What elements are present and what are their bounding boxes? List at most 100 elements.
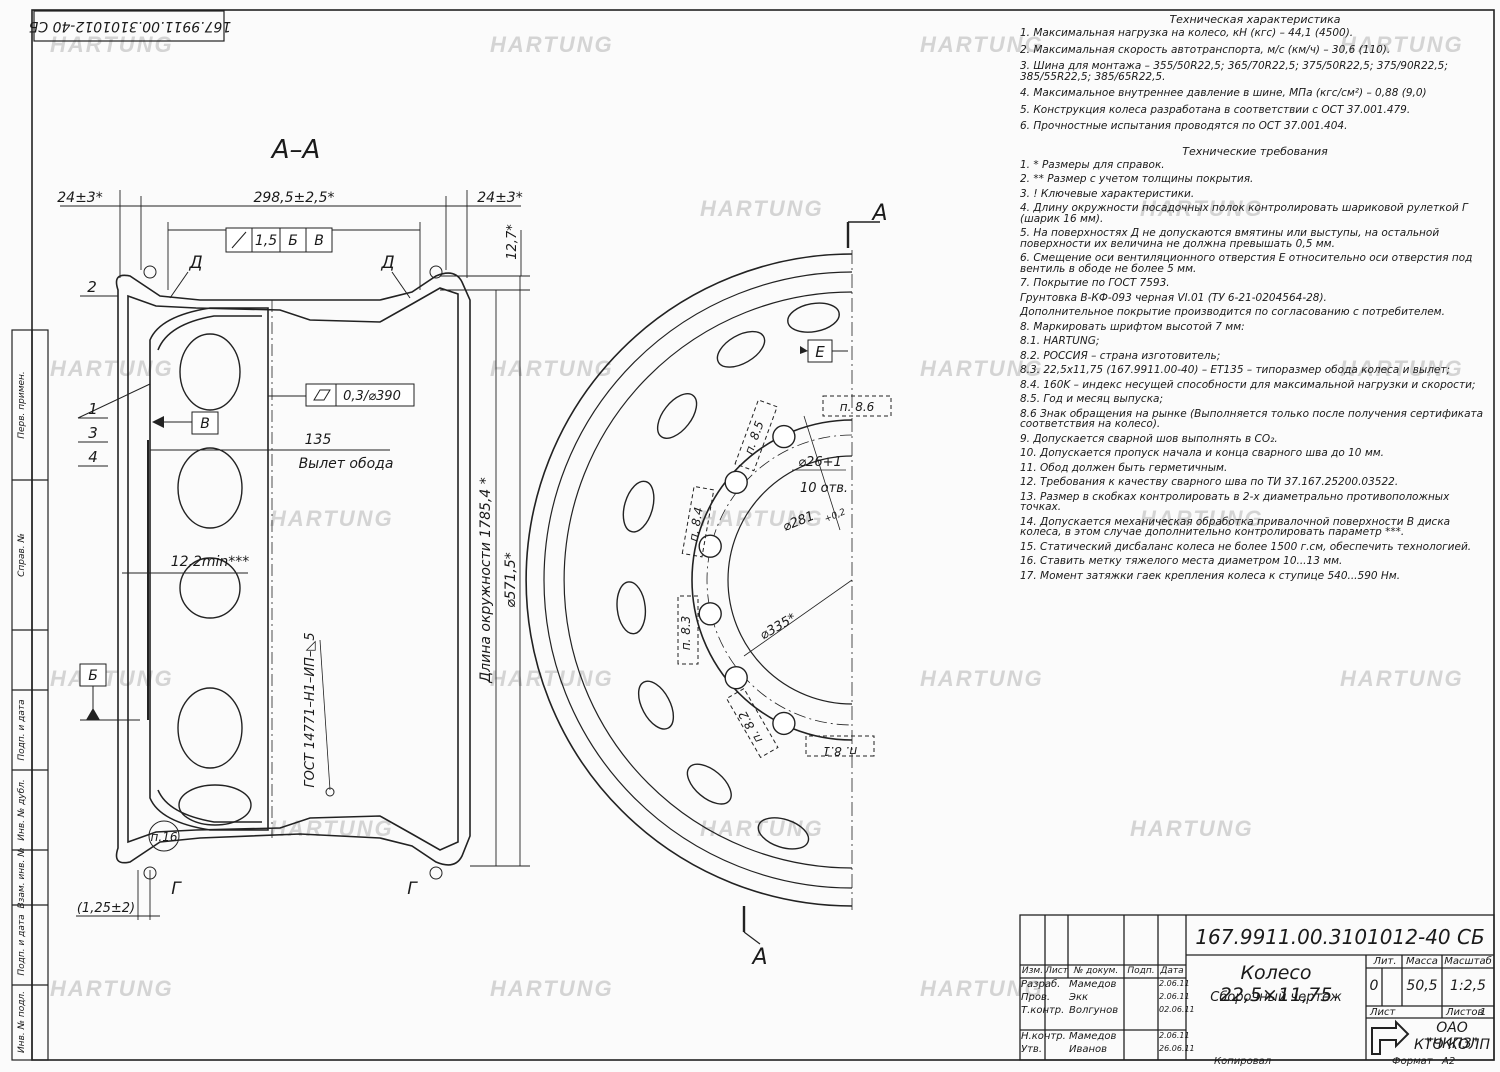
tb-role-name: Экк	[1069, 992, 1089, 1003]
disc-hole	[178, 784, 252, 826]
marking-ref: п. 8.4	[686, 506, 706, 542]
margin-label: Справ. №	[17, 533, 27, 577]
bolt-hole	[772, 424, 796, 449]
disc-holes	[177, 333, 252, 826]
org-logo	[1371, 1019, 1410, 1055]
watermark-text: HARTUNG	[50, 976, 174, 1001]
watermark-layer: HARTUNG HARTUNG HARTUNG HARTUNG HARTUNG HARTU…	[50, 32, 1464, 1001]
tech-req-item: 11. Обод должен быть герметичным.	[1020, 461, 1228, 474]
stamp-box	[33, 10, 225, 42]
tb-role-date: 2.06.11	[1159, 992, 1190, 1001]
tb-role-role: Пров.	[1021, 992, 1051, 1003]
watermark-text: HARTUNG	[1340, 32, 1464, 57]
tech-req-item: 3. ! Ключевые характеристики.	[1020, 187, 1195, 200]
pcd-tol: +0,2	[823, 507, 847, 525]
bolt-circle	[706, 434, 853, 726]
tech-req-item: 9. Допускается сварной шов выполнять в C…	[1020, 432, 1278, 445]
marking-ref: п. 8.1	[823, 744, 858, 758]
surface-d-left: Д	[188, 253, 202, 273]
tb-mass: 50,5	[1406, 978, 1438, 994]
runout-frame: 1,5 Б В	[225, 227, 333, 253]
vent-holes	[616, 302, 840, 850]
dim-width: 298,5±2,5*	[253, 190, 334, 206]
watermark-text: HARTUNG	[700, 196, 824, 221]
tb-header: № докум.	[1073, 966, 1119, 976]
weld-marker	[325, 787, 335, 797]
offset-value: 135	[305, 432, 332, 448]
tb-dept: КТО КОЛП	[1414, 1037, 1490, 1053]
bolt-holes	[698, 424, 796, 736]
vent-hole	[616, 581, 647, 635]
valve-mark: Е	[815, 343, 825, 361]
watermark-text: HARTUNG	[920, 666, 1044, 691]
watermark-text: HARTUNG	[490, 32, 614, 57]
tb-mass-label: Масса	[1406, 956, 1438, 967]
tb-role-date: 02.06.11	[1159, 1005, 1195, 1014]
ref-box	[725, 687, 779, 759]
title-block-grid	[1019, 914, 1495, 1061]
dim-tolerance: (1,25±2)	[77, 901, 135, 916]
tech-req-item: 15. Статический дисбаланс колеса не боле…	[1020, 540, 1472, 553]
margin-label: Подп. и дата	[17, 914, 27, 975]
tb-role-date: 2.06.11	[1159, 979, 1190, 988]
tech-req-item: 16. Ставить метку тяжелого места диаметр…	[1020, 555, 1343, 567]
gost-weld: ГОСТ 14771–Н1–ИП–◺5	[303, 632, 318, 787]
tech-char-item: 6. Прочностные испытания проводятся по О…	[1020, 120, 1348, 132]
tb-doc-number: 167.9911.00.3101012-40 СБ	[1195, 925, 1485, 949]
hole-count: 10 отв.	[800, 481, 848, 496]
tb-role-role: Утв.	[1021, 1044, 1042, 1055]
bolt-hole	[698, 534, 722, 558]
vent-hole	[622, 480, 655, 533]
callout-3: 3	[88, 424, 98, 442]
callouts: 2 1 3 4	[77, 278, 151, 467]
margin-label: Подп. и дата	[17, 699, 27, 760]
ref-box	[681, 485, 715, 558]
tech-req-list: 1. * Размеры для справок.2. ** Размер с …	[1020, 159, 1490, 582]
tech-req-item: 7. Покрытие по ГОСТ 7593.	[1020, 277, 1170, 289]
tb-scale: 1:2,5	[1450, 978, 1486, 994]
dim-diameter: ⌀571,5*	[503, 552, 519, 608]
datum-bb-label: Б	[88, 668, 98, 684]
watermark-text: HARTUNG	[1130, 816, 1254, 841]
tb-header: Изм.	[1021, 966, 1044, 976]
section-title: А–А	[270, 135, 321, 165]
watermark-text: HARTUNG	[1140, 506, 1264, 531]
tb-lit-label: Лит.	[1373, 956, 1397, 967]
vent-hole	[686, 763, 732, 805]
section-view: А–А 24±3* 298,5±2,5* 24±3* 12,7* 1,5	[57, 135, 530, 920]
tb-format: A2	[1442, 1056, 1456, 1067]
tb-header: Дата	[1160, 966, 1184, 976]
tb-role-name: Иванов	[1069, 1044, 1108, 1055]
top-dimensions	[60, 190, 530, 291]
ball-marker-right	[429, 866, 443, 880]
marking-ref: п. 8.2	[736, 709, 765, 746]
margin-strip	[11, 329, 49, 1061]
tb-role-role: Разраб.	[1021, 979, 1061, 990]
tb-doc-type: Сборочный чертеж	[1210, 990, 1342, 1005]
dim-left-flange: 24±3*	[57, 190, 102, 206]
tb-name: Колесо 22,5×11,75	[1219, 962, 1333, 1006]
bolt-hole	[724, 666, 748, 690]
tb-role-name: Мамедов	[1069, 1031, 1117, 1042]
margin-label: Взам. инв. №	[17, 847, 27, 908]
flatness-value: 0,3/⌀390	[343, 389, 401, 404]
section-mark-top: А	[870, 201, 887, 226]
ref-box	[677, 595, 699, 665]
bolt-hole	[698, 602, 722, 626]
flatness-frame: 0,3/⌀390	[268, 383, 415, 407]
watermark-text: HARTUNG	[920, 976, 1044, 1001]
tech-char-item: 3. Шина для монтажа – 355/50R22,5; 365/7…	[1020, 60, 1448, 83]
tech-req-item: 8.2. РОССИЯ – страна изготовитель;	[1020, 349, 1221, 362]
tb-role-date: 26.06.11	[1159, 1044, 1195, 1053]
tech-req-item: 8.6 Знак обращения на рынке (Выполняется…	[1020, 407, 1484, 430]
disc-hole	[177, 687, 243, 769]
radius-circle	[148, 820, 180, 852]
watermark-text: HARTUNG	[1340, 356, 1464, 381]
tech-req-item: 8.5. Год и месяц выпуска;	[1020, 393, 1164, 405]
watermark-text: HARTUNG	[920, 356, 1044, 381]
watermark-text: HARTUNG	[490, 356, 614, 381]
ref-box	[734, 399, 778, 472]
tech-req-item: 12. Требования к качеству сварного шва п…	[1020, 476, 1399, 488]
center-bore: ⌀335*	[758, 610, 800, 643]
